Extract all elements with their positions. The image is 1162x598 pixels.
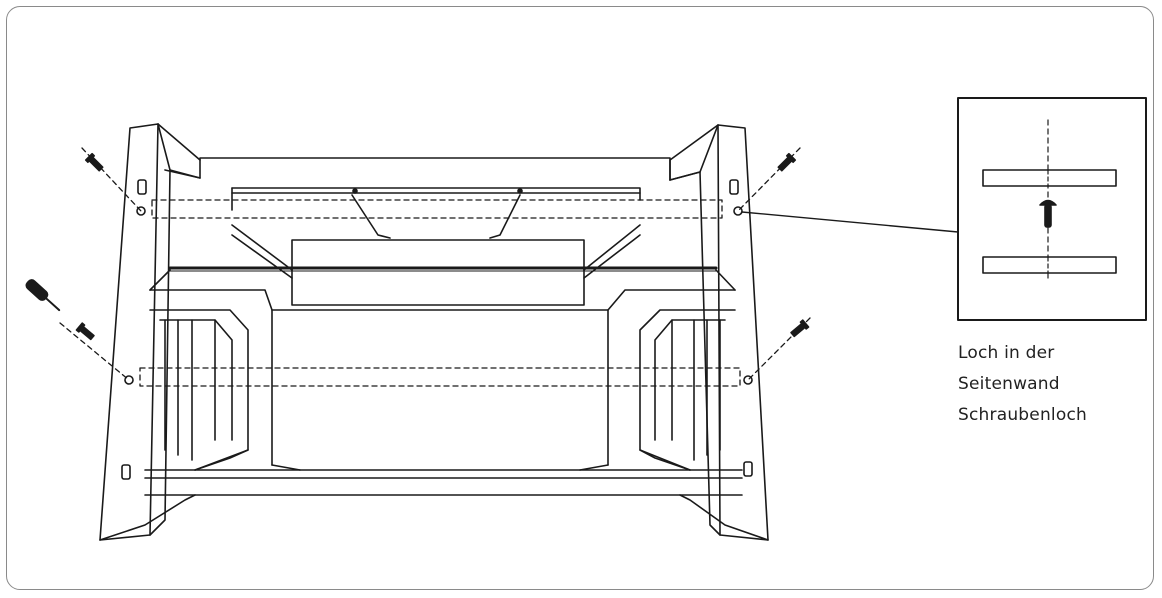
- diagram-frame: [6, 6, 1154, 590]
- legend-line-1: Loch in der: [958, 343, 1055, 363]
- leader-line: [741, 211, 959, 233]
- screw-icon: [75, 152, 810, 341]
- left-side-panel: [99, 123, 201, 541]
- screwdriver-icon: [25, 279, 61, 312]
- hole-legend: Loch in der Seitenwand Schraubenloch: [958, 338, 1148, 431]
- legend-line-2: Seitenwand: [958, 374, 1060, 394]
- lower-cabinet: [144, 289, 743, 496]
- inset-screw-icon: [1039, 199, 1057, 228]
- legend-line-3: Schraubenloch: [958, 405, 1087, 425]
- back-panel: [199, 157, 671, 306]
- right-side-panel: [669, 124, 769, 541]
- detail-inset: [957, 97, 1147, 321]
- shelf-board: [149, 266, 736, 291]
